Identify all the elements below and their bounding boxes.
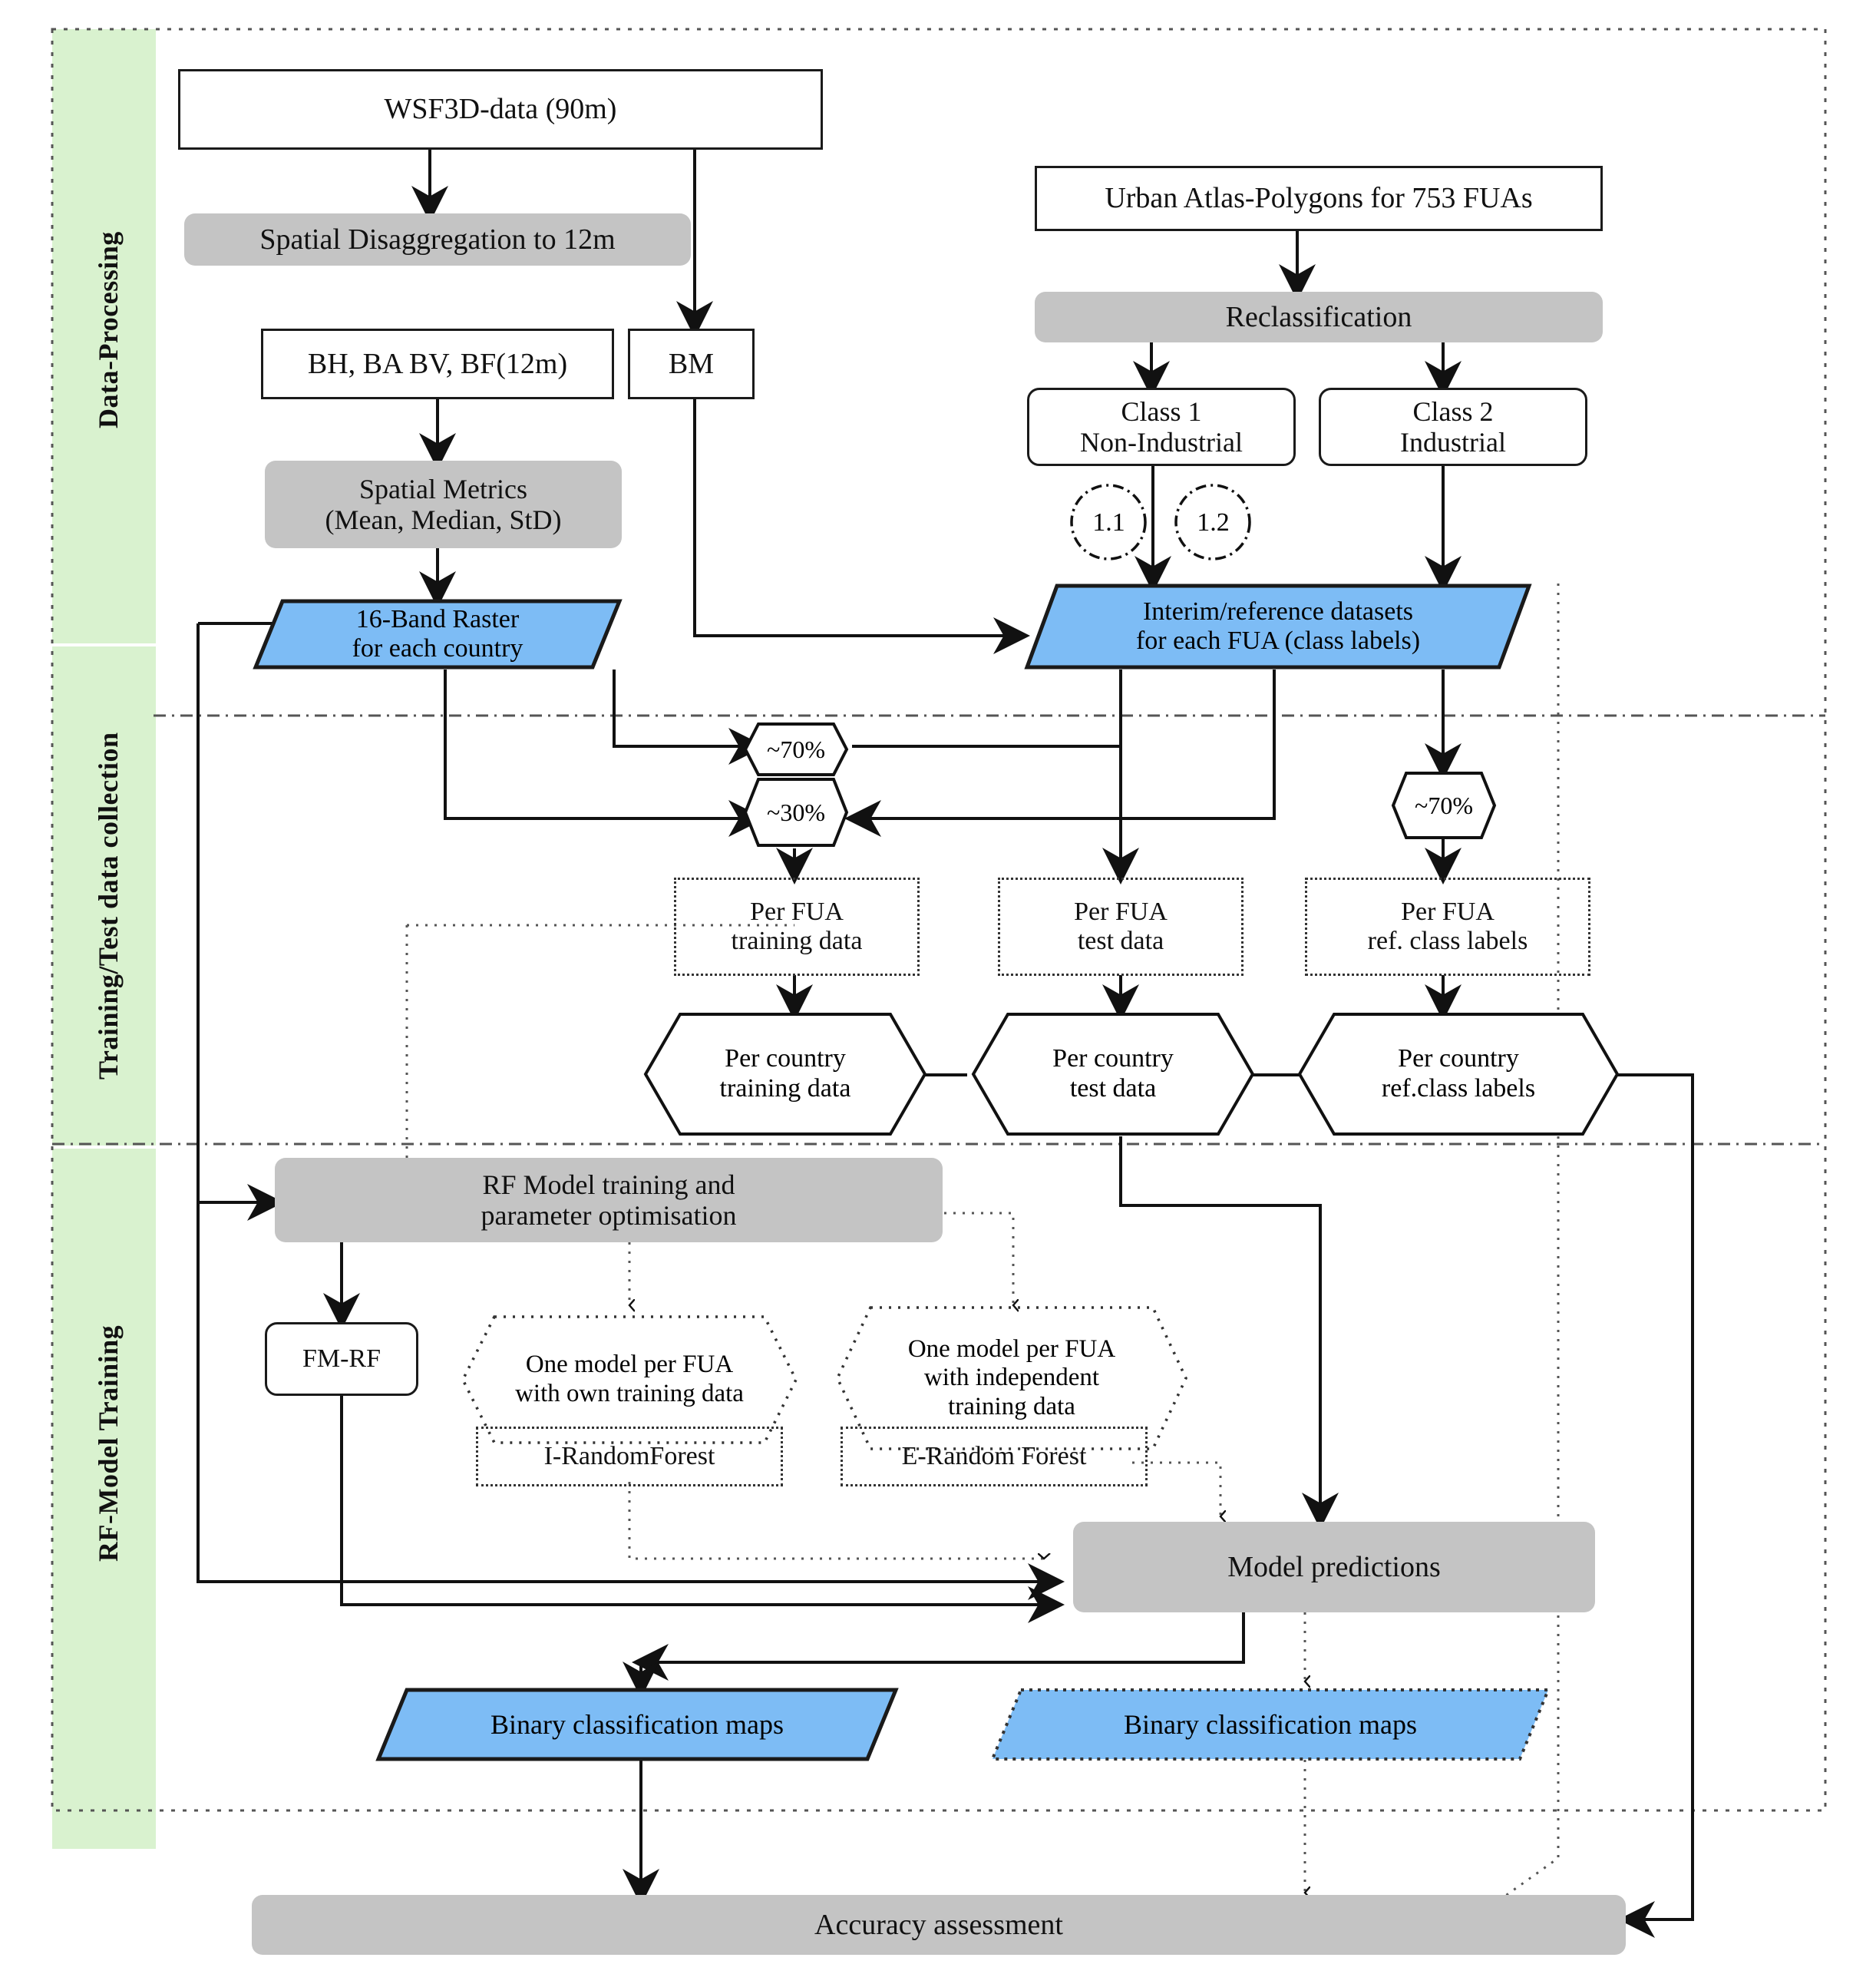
node-label-line2: ref. class labels: [1367, 927, 1528, 955]
node-per-country-ref-class-labels[interactable]: Per country ref.class labels: [1297, 1012, 1620, 1136]
node-interim-reference-datasets[interactable]: Interim/reference datasets for each FUA …: [1024, 584, 1532, 670]
node-rf-model-training[interactable]: RF Model training and parameter optimisa…: [275, 1158, 943, 1242]
lane-label-training-test: Training/Test data collection: [93, 732, 124, 1080]
node-label: WSF3D-data (90m): [384, 93, 617, 126]
node-label-line1: Class 1: [1121, 395, 1202, 427]
node-label-line1: RF Model training and: [482, 1169, 735, 1200]
lane-label-data-processing: Data-Processing: [93, 231, 124, 429]
node-reclassification[interactable]: Reclassification: [1035, 292, 1603, 342]
node-label-line1: Per country: [1052, 1044, 1174, 1073]
node-label-line1: One model per FUA: [907, 1334, 1116, 1363]
node-label-line1: Class 2: [1412, 395, 1494, 427]
node-label: ~70%: [1415, 791, 1473, 819]
node-per-fua-test-data[interactable]: Per FUA test data: [998, 878, 1244, 976]
node-label-line2: test data: [1077, 927, 1164, 955]
node-label: Binary classification maps: [490, 1709, 784, 1740]
node-label: I-RandomForest: [543, 1441, 715, 1470]
node-bubble-1-2[interactable]: 1.2: [1173, 482, 1253, 563]
node-label-line1: Per FUA: [1401, 897, 1495, 926]
node-label: Spatial Disaggregation to 12m: [259, 223, 616, 256]
node-label: Reclassification: [1225, 300, 1412, 333]
node-i-random-forest-model[interactable]: One model per FUA with own training data: [461, 1314, 798, 1445]
node-model-predictions[interactable]: Model predictions: [1073, 1522, 1595, 1612]
node-label-line2: with independent: [923, 1364, 1100, 1392]
node-split-70[interactable]: ~70%: [743, 722, 849, 777]
node-bubble-1-1[interactable]: 1.1: [1068, 482, 1149, 563]
node-label-line2: training data: [731, 927, 863, 955]
node-label-line1: Interim/reference datasets: [1142, 597, 1414, 626]
node-i-random-forest-label[interactable]: I-RandomForest: [476, 1427, 783, 1486]
node-label-line2: Industrial: [1400, 427, 1506, 458]
node-label-line2: training data: [719, 1074, 851, 1103]
node-per-fua-ref-class-labels[interactable]: Per FUA ref. class labels: [1305, 878, 1590, 976]
node-label-line2: (Mean, Median, StD): [325, 504, 562, 535]
node-binary-classification-maps-right[interactable]: Binary classification maps: [990, 1688, 1551, 1761]
node-binary-classification-maps-left[interactable]: Binary classification maps: [375, 1688, 899, 1761]
node-label: E-Random Forest: [901, 1441, 1087, 1470]
node-label-line1: Per country: [725, 1044, 846, 1073]
node-label: BM: [668, 347, 715, 380]
node-per-country-training-data[interactable]: Per country training data: [643, 1012, 927, 1136]
node-label-line2: for each FUA (class labels): [1135, 627, 1421, 655]
node-label: ~30%: [767, 798, 825, 826]
node-spatial-disaggregation[interactable]: Spatial Disaggregation to 12m: [184, 213, 691, 266]
node-per-fua-training-data[interactable]: Per FUA training data: [674, 878, 920, 976]
node-urban-atlas-polygons[interactable]: Urban Atlas-Polygons for 753 FUAs: [1035, 166, 1603, 231]
node-label: Urban Atlas-Polygons for 753 FUAs: [1105, 182, 1533, 215]
node-fm-rf[interactable]: FM-RF: [265, 1322, 418, 1396]
node-accuracy-assessment[interactable]: Accuracy assessment: [252, 1895, 1626, 1955]
node-label-line1: Per FUA: [750, 897, 844, 926]
node-label: Accuracy assessment: [814, 1908, 1063, 1941]
node-label: ~70%: [767, 735, 825, 763]
node-bm[interactable]: BM: [628, 329, 755, 399]
node-label-line1: One model per FUA: [525, 1351, 734, 1379]
node-band-inputs[interactable]: BH, BA BV, BF(12m): [261, 329, 614, 399]
node-label-line2: test data: [1069, 1074, 1157, 1103]
node-label: FM-RF: [302, 1344, 381, 1373]
node-class2-industrial[interactable]: Class 2 Industrial: [1319, 388, 1587, 466]
node-label-line3: training data: [948, 1392, 1075, 1420]
node-e-random-forest-model[interactable]: One model per FUA with independent train…: [835, 1305, 1188, 1451]
node-label: BH, BA BV, BF(12m): [307, 347, 568, 380]
node-label: 1.2: [1197, 508, 1230, 537]
lane-label-rf-model: RF-Model Training: [93, 1324, 124, 1562]
node-label: Model predictions: [1227, 1550, 1441, 1583]
node-split-70-reference[interactable]: ~70%: [1391, 771, 1497, 840]
node-label-line1: Spatial Metrics: [359, 473, 527, 504]
node-label-line2: parameter optimisation: [481, 1200, 737, 1231]
node-label-line2: Non-Industrial: [1080, 427, 1243, 458]
node-per-country-test-data[interactable]: Per country test data: [971, 1012, 1255, 1136]
node-e-random-forest-label[interactable]: E-Random Forest: [841, 1427, 1148, 1486]
node-label: Binary classification maps: [1124, 1709, 1417, 1740]
node-label-line1: Per FUA: [1074, 897, 1168, 926]
node-16band-raster[interactable]: 16-Band Raster for each country: [253, 599, 623, 670]
node-label: 1.1: [1092, 508, 1125, 537]
node-label-line1: Per country: [1398, 1044, 1519, 1073]
node-spatial-metrics[interactable]: Spatial Metrics (Mean, Median, StD): [265, 461, 622, 548]
node-label-line2: for each country: [352, 634, 523, 663]
node-split-30[interactable]: ~30%: [743, 777, 849, 848]
node-class1-non-industrial[interactable]: Class 1 Non-Industrial: [1027, 388, 1296, 466]
node-label-line1: 16-Band Raster: [355, 604, 520, 633]
node-label-line2: ref.class labels: [1381, 1074, 1536, 1103]
node-label-line2: with own training data: [515, 1380, 744, 1407]
node-wsf3d-data[interactable]: WSF3D-data (90m): [178, 69, 823, 150]
